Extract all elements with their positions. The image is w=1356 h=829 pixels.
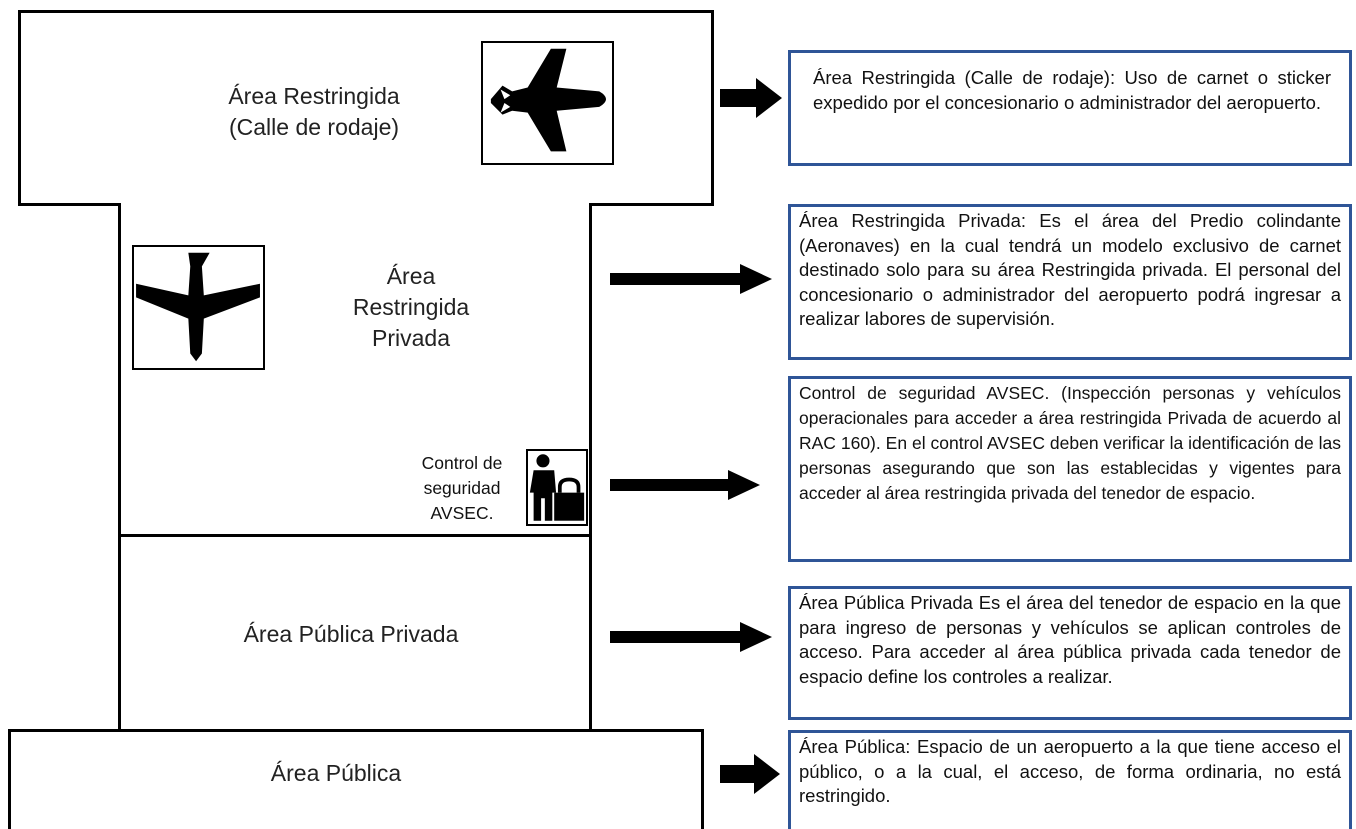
description-public-private: Área Pública Privada Es el área del tene… xyxy=(788,586,1352,720)
description-taxiway: Área Restringida (Calle de rodaje): Uso … xyxy=(788,50,1352,166)
zone-private-restricted-label-line3: Privada xyxy=(372,325,450,351)
description-security-control-text: Control de seguridad AVSEC. (Inspección … xyxy=(799,383,1341,503)
security-control-label-line3: AVSEC. xyxy=(430,503,494,523)
zone-taxiway-label: Área Restringida (Calle de rodaje) xyxy=(189,81,439,143)
airplane-top-icon xyxy=(132,245,265,370)
security-control-label: Control de seguridad AVSEC. xyxy=(403,451,521,526)
zone-public: Área Pública xyxy=(8,729,704,829)
description-taxiway-text: Área Restringida (Calle de rodaje): Uso … xyxy=(813,67,1331,113)
arrow-security-control xyxy=(610,470,760,500)
security-guard-lock-icon xyxy=(526,449,588,526)
description-private-restricted-text: Área Restringida Privada: Es el área del… xyxy=(799,210,1341,329)
zone-public-label: Área Pública xyxy=(270,760,402,786)
zone-public-private: Área Pública Privada xyxy=(118,534,592,732)
zone-private-restricted-label-line2: Restringida xyxy=(352,294,470,320)
zone-taxiway-label-line2: (Calle de rodaje) xyxy=(228,114,400,140)
description-public: Área Pública: Espacio de un aeropuerto a… xyxy=(788,730,1352,829)
description-public-private-text: Área Pública Privada Es el área del tene… xyxy=(799,592,1341,687)
zone-private-restricted-label-line1: Área xyxy=(386,263,436,289)
arrow-taxiway xyxy=(720,78,782,118)
zone-private-restricted-label: Área Restringida Privada xyxy=(321,261,501,354)
arrow-private-restricted xyxy=(610,264,772,294)
description-public-text: Área Pública: Espacio de un aeropuerto a… xyxy=(799,736,1341,806)
zone-taxiway-label-line1: Área Restringida xyxy=(228,83,400,109)
description-security-control: Control de seguridad AVSEC. (Inspección … xyxy=(788,376,1352,562)
zone-private-restricted: Área Restringida Privada Control de segu… xyxy=(118,203,592,537)
arrow-public xyxy=(720,754,780,794)
zone-public-private-label: Área Pública Privada xyxy=(243,621,459,647)
security-control-label-line1: Control de xyxy=(421,453,503,473)
security-control-label-line2: seguridad xyxy=(423,478,501,498)
arrow-public-private xyxy=(610,622,772,652)
zone-taxiway: Área Restringida (Calle de rodaje) xyxy=(18,10,714,206)
airplane-side-icon xyxy=(481,41,614,165)
description-private-restricted: Área Restringida Privada: Es el área del… xyxy=(788,204,1352,360)
